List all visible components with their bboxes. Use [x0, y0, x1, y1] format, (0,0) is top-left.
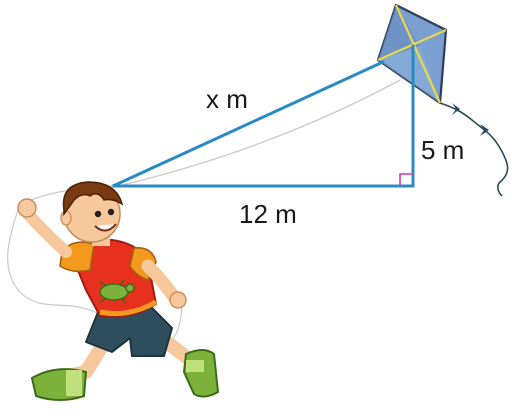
right-triangle	[111, 44, 415, 188]
boy-running-icon	[7, 181, 220, 401]
kite-tail	[439, 102, 509, 197]
hypotenuse-label: x m	[206, 84, 248, 114]
front-shoe	[182, 349, 220, 398]
shorts	[85, 305, 173, 357]
boy-hair	[62, 181, 124, 217]
base-label: 12 m	[239, 199, 297, 229]
kite-string	[117, 79, 401, 187]
hypotenuse-side	[111, 60, 385, 188]
right-angle-marker	[399, 173, 413, 186]
shirt-turtle-graphic	[99, 279, 135, 305]
back-shoe	[30, 368, 88, 401]
vertical-label: 5 m	[421, 135, 465, 165]
